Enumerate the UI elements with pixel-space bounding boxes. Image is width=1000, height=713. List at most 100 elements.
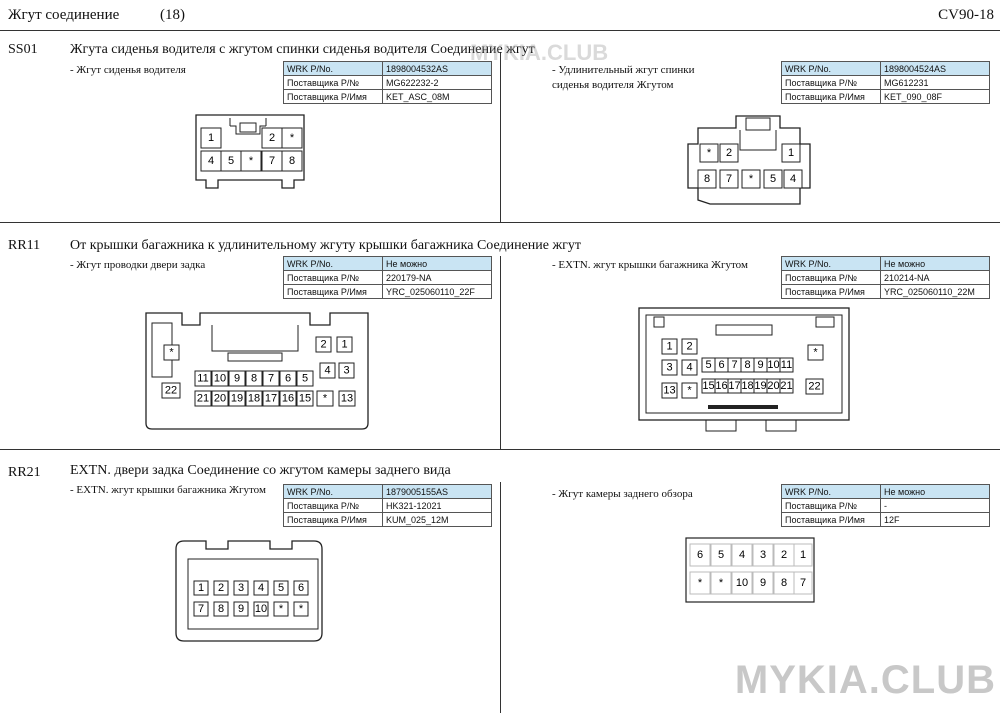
pin-6: * [240, 150, 262, 172]
pin-7: 7 [261, 150, 283, 172]
spec-value: 12F [880, 512, 990, 527]
pin-21: 21 [194, 390, 212, 407]
connector-caption: - Жгут камеры заднего обзора [552, 488, 693, 500]
pin-star-2: * [293, 601, 309, 617]
pin-8: 8 [740, 357, 755, 373]
pin-18: 18 [245, 390, 263, 407]
svg-text:4: 4 [258, 582, 264, 594]
column-divider-2 [500, 256, 501, 449]
page-count: (18) [160, 7, 185, 23]
svg-text:13: 13 [341, 393, 353, 405]
connector-caption: - EXTN. жгут крышки багажника Жгутом [552, 259, 748, 271]
svg-text:15: 15 [299, 393, 311, 405]
pin-19: 19 [753, 378, 768, 394]
svg-text:*: * [698, 577, 703, 589]
svg-text:6: 6 [697, 549, 703, 561]
pin-2: 2 [719, 143, 739, 163]
connector-caption: - Жгут проводки двери задка [70, 259, 206, 271]
pin-10: 10 [766, 357, 781, 373]
pin-13: 13 [661, 382, 678, 399]
svg-text:1: 1 [788, 147, 794, 159]
pin-15: 15 [701, 378, 716, 394]
svg-text:8: 8 [704, 173, 710, 185]
spec-key: Поставщика P/№ [283, 498, 383, 513]
pin-star-left: * [163, 344, 180, 361]
column-divider-1 [500, 52, 501, 222]
spec-key: WRK P/No. [283, 61, 383, 76]
watermark: MYKIA.CLUB [734, 658, 996, 702]
pin-7: 7 [727, 357, 742, 373]
svg-text:22: 22 [165, 385, 177, 397]
svg-text:3: 3 [343, 365, 349, 377]
pin-22: 22 [161, 382, 181, 399]
svg-text:20: 20 [767, 380, 779, 392]
pin-10: 10 [253, 601, 269, 617]
svg-text:9: 9 [757, 359, 763, 371]
pin-star-1: * [689, 571, 711, 595]
spec-value: Не можно [880, 484, 990, 499]
svg-text:8: 8 [251, 373, 257, 385]
pin-20: 20 [211, 390, 229, 407]
pin-2: 2 [773, 543, 795, 567]
pin-8: 8 [245, 370, 263, 387]
pin-9: 9 [228, 370, 246, 387]
spec-key: Поставщика P/№ [781, 75, 881, 90]
spec-key: Поставщика P/Имя [781, 512, 881, 527]
spec-key: Поставщика P/№ [781, 498, 881, 513]
pin-9: 9 [753, 357, 768, 373]
svg-text:4: 4 [739, 549, 745, 561]
spec-value: 210214-NA [880, 270, 990, 285]
connector-caption: - EXTN. жгут крышки багажника Жгутом [70, 484, 266, 496]
svg-text:*: * [169, 347, 174, 359]
svg-text:9: 9 [238, 603, 244, 615]
spec-key: Поставщика P/№ [781, 270, 881, 285]
svg-text:7: 7 [800, 577, 806, 589]
pin-11: 11 [779, 357, 794, 373]
svg-text:10: 10 [255, 603, 267, 615]
spec-key: Поставщика P/Имя [781, 89, 881, 104]
pin-2: 2 [315, 336, 332, 353]
section-code: RR21 [8, 465, 41, 480]
svg-text:4: 4 [686, 362, 692, 374]
connector-ss01-right-diagram: * 2 1 8 7 * 5 4 [687, 115, 811, 205]
svg-text:11: 11 [197, 373, 208, 385]
pin-18: 18 [740, 378, 755, 394]
svg-text:1: 1 [198, 582, 204, 594]
svg-text:8: 8 [289, 155, 295, 167]
pin-8: 8 [697, 169, 717, 189]
connector-caption-line2: сиденья водителя Жгутом [552, 79, 674, 91]
watermark-overlay: MYKIA.CLUB [470, 40, 609, 65]
spec-key: Поставщика P/Имя [781, 284, 881, 299]
pin-5: 5 [710, 543, 732, 567]
svg-text:22: 22 [808, 381, 820, 393]
pin-19: 19 [228, 390, 246, 407]
pin-2: 2 [261, 127, 283, 149]
spec-value: Не можно [880, 256, 990, 271]
svg-text:18: 18 [741, 380, 753, 392]
pin-4: 4 [200, 150, 222, 172]
spec-value: 1898004532AS [382, 61, 492, 76]
svg-text:18: 18 [248, 393, 260, 405]
pin-star-1: * [273, 601, 289, 617]
svg-text:7: 7 [726, 173, 732, 185]
svg-text:4: 4 [790, 173, 796, 185]
svg-text:*: * [749, 173, 754, 185]
pin-3: 3 [752, 543, 774, 567]
svg-text:19: 19 [231, 393, 243, 405]
spec-value: 220179-NA [382, 270, 492, 285]
svg-text:20: 20 [214, 393, 226, 405]
section-divider-1 [0, 222, 1000, 223]
spec-value: YRC_025060110_22M [880, 284, 990, 299]
svg-text:*: * [707, 147, 712, 159]
spec-value: 1879005155AS [382, 484, 492, 499]
pin-11: 11 [194, 370, 212, 387]
svg-text:10: 10 [736, 577, 748, 589]
svg-text:16: 16 [715, 380, 727, 392]
header-divider [0, 30, 1000, 31]
pin-7: 7 [793, 571, 813, 595]
svg-text:2: 2 [320, 339, 326, 351]
connector-rr11-right-diagram: 1 2 * 3 4 5 6 7 8 9 10 11 13 * 15 16 17 … [638, 307, 850, 432]
svg-text:15: 15 [702, 380, 714, 392]
